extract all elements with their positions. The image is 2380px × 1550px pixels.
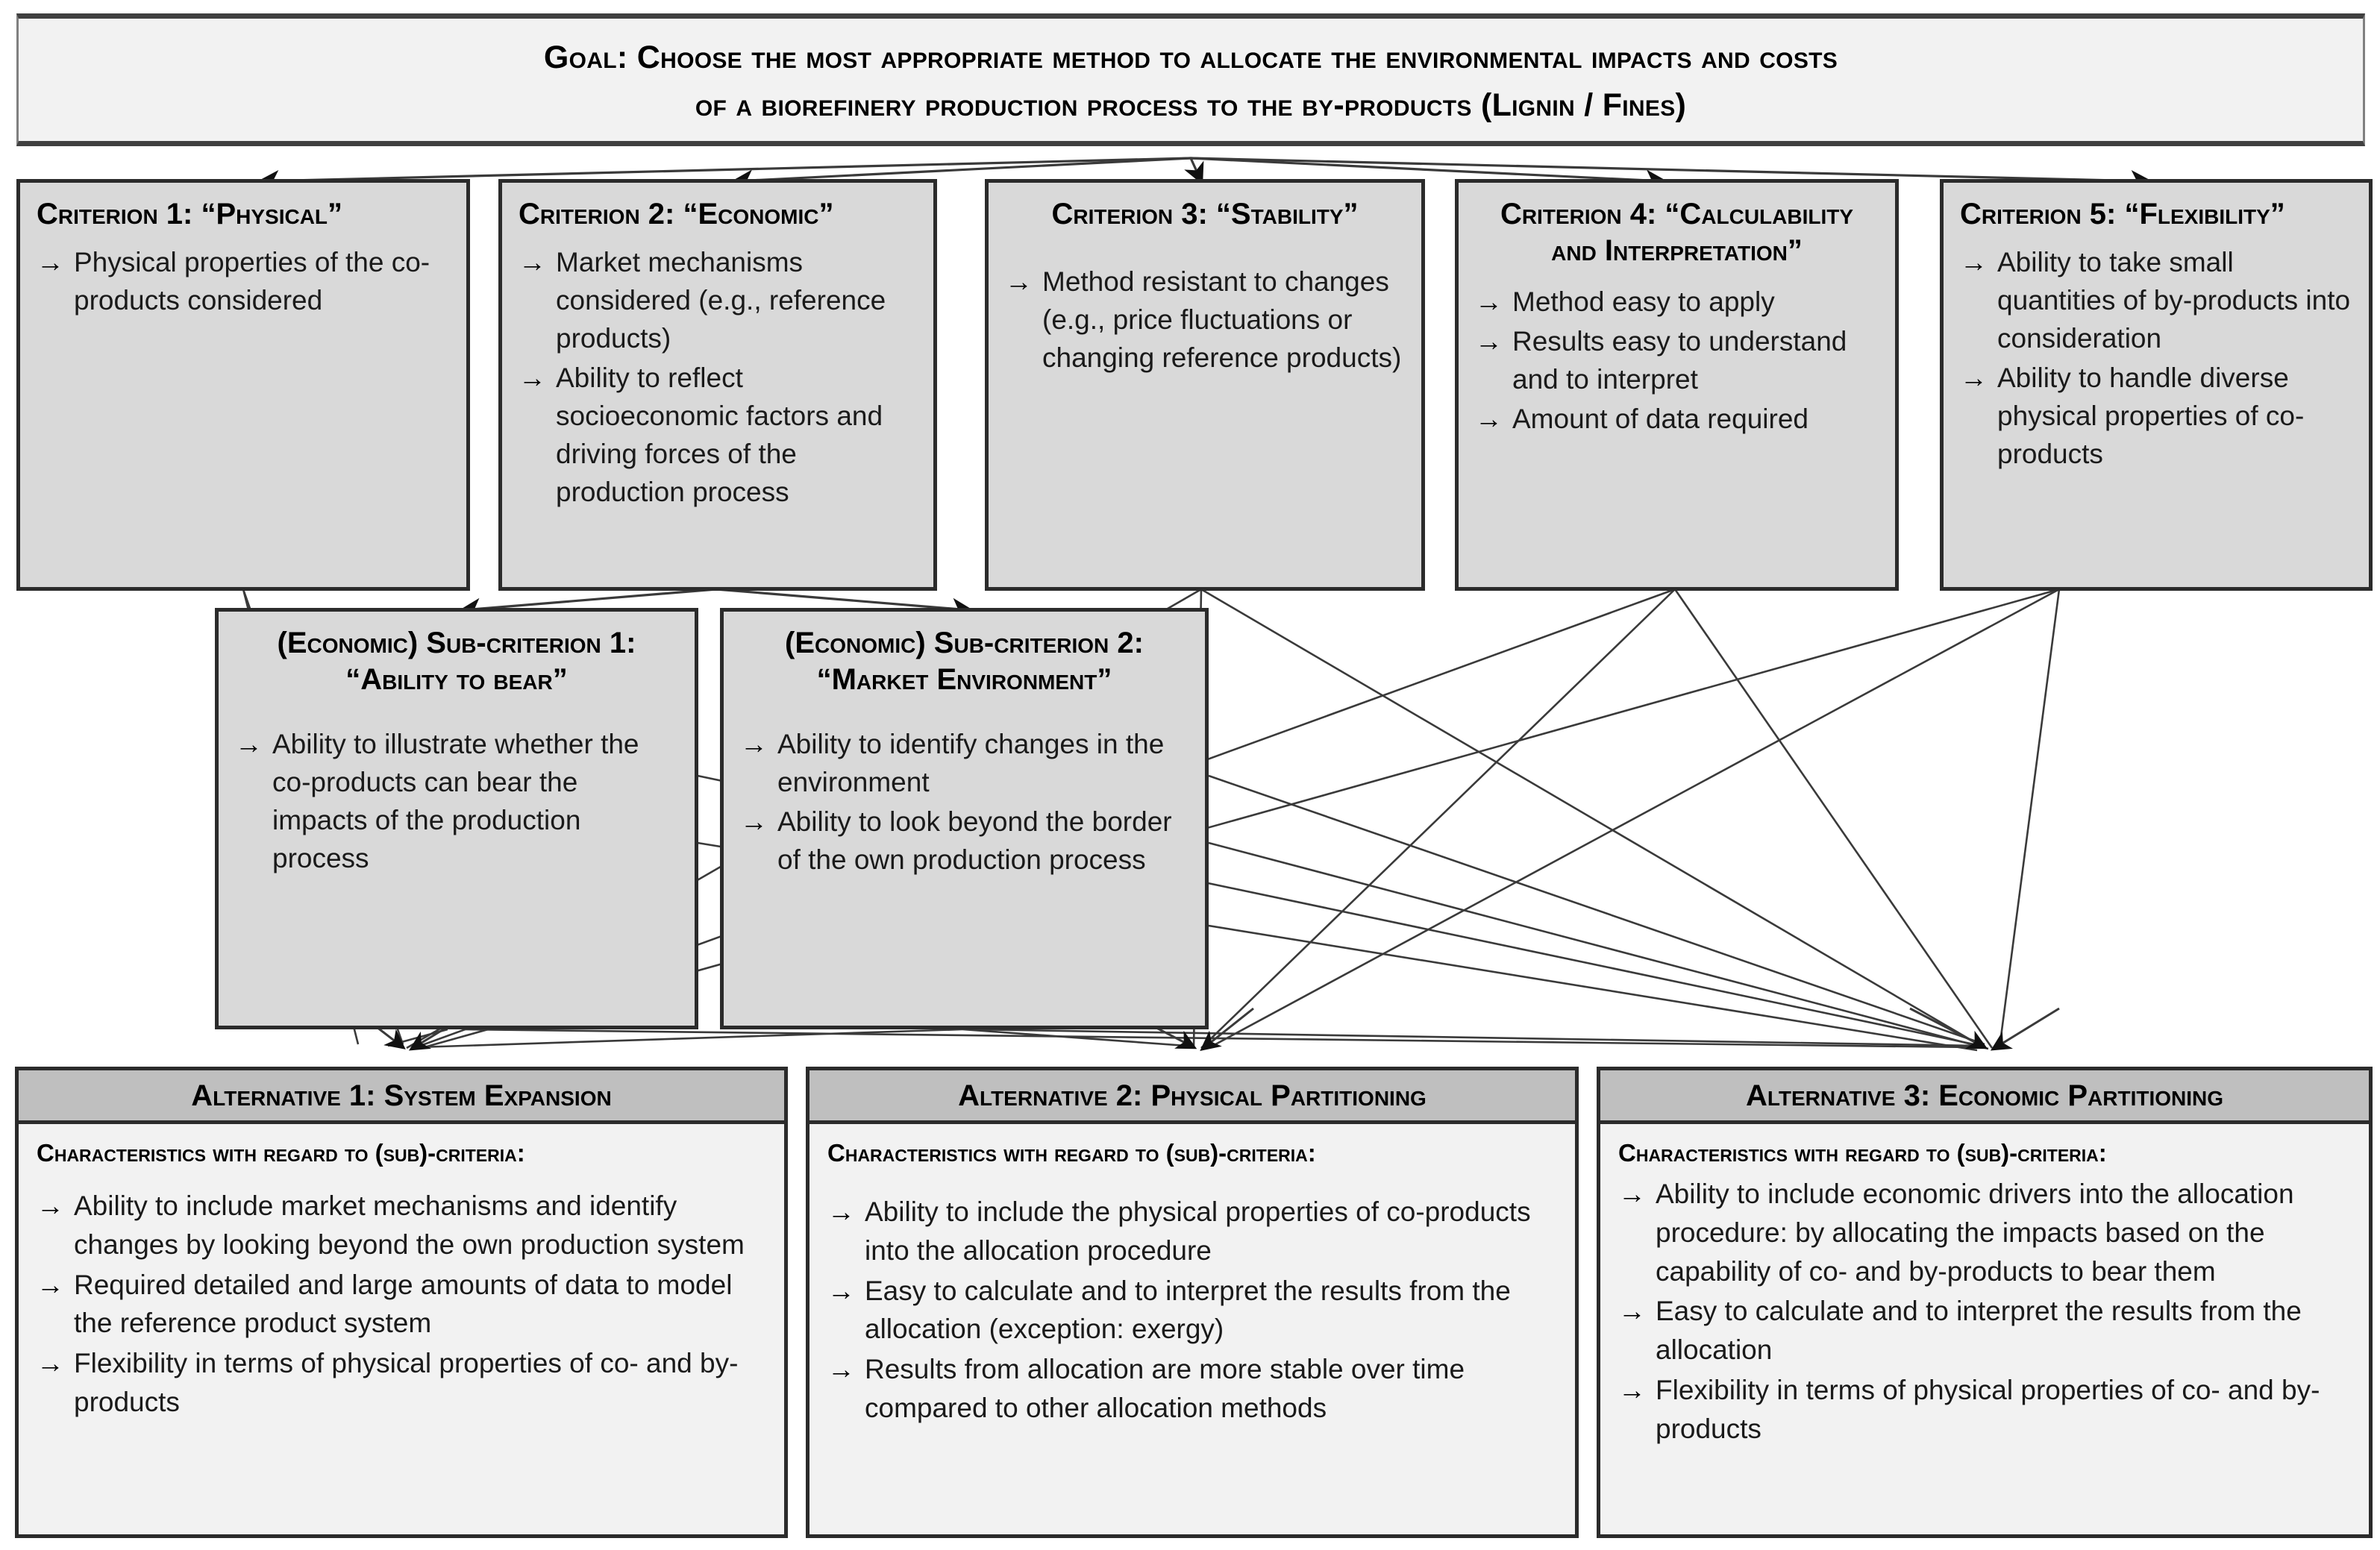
alternative-2-bullets: →Ability to include the physical propert… — [827, 1193, 1557, 1428]
arrow-icon: → — [1005, 266, 1033, 297]
arrow-icon: → — [1618, 1296, 1646, 1327]
arrow-icon: → — [827, 1354, 855, 1385]
arrow-icon: → — [519, 362, 546, 393]
alternative-2-header: Alternative 2: Physical Partitioning — [809, 1070, 1575, 1124]
subcriterion-box-2[interactable]: (Economic) Sub-criterion 2: “Market Envi… — [720, 608, 1209, 1029]
list-item: →Ability to reflect socioeconomic factor… — [519, 359, 917, 511]
alternative-box-3[interactable]: Alternative 3: Economic Partitioning Cha… — [1597, 1067, 2373, 1538]
arrow-icon: → — [1618, 1374, 1646, 1405]
list-item: →Ability to include the physical propert… — [827, 1193, 1557, 1270]
arrow-icon: → — [235, 728, 263, 759]
arrow-icon: → — [1475, 403, 1503, 434]
alternative-1-header: Alternative 1: System Expansion — [19, 1070, 784, 1124]
arrow-icon: → — [519, 246, 546, 277]
list-item: →Method resistant to changes (e.g., pric… — [1005, 263, 1405, 377]
arrow-icon: → — [827, 1275, 855, 1306]
alternative-2-subheading: Characteristics with regard to (sub)-cri… — [827, 1139, 1316, 1167]
criterion-4-title: Criterion 4: “Calculability and Interpre… — [1500, 198, 1854, 267]
list-item: →Ability to include market mechanisms an… — [37, 1187, 766, 1264]
criterion-4-bullets: →Method easy to apply →Results easy to u… — [1475, 283, 1879, 438]
criterion-box-5[interactable]: Criterion 5: “Flexibility” →Ability to t… — [1940, 179, 2373, 591]
arrow-icon: → — [827, 1196, 855, 1227]
arrow-icon: → — [740, 728, 768, 759]
list-item: →Easy to calculate and to interpret the … — [827, 1272, 1557, 1349]
criterion-box-1[interactable]: Criterion 1: “Physical” →Physical proper… — [16, 179, 470, 591]
criterion-box-4[interactable]: Criterion 4: “Calculability and Interpre… — [1455, 179, 1899, 591]
list-item: →Results easy to understand and to inter… — [1475, 322, 1879, 398]
criterion-1-title: Criterion 1: “Physical” — [37, 198, 343, 230]
list-item: →Ability to take small quantities of by-… — [1960, 243, 2352, 357]
alternative-3-bullets: →Ability to include economic drivers int… — [1618, 1175, 2351, 1449]
goal-line-2: of a biorefinery production process to t… — [695, 87, 1687, 123]
list-item: →Ability to include economic drivers int… — [1618, 1175, 2351, 1290]
list-item: →Required detailed and large amounts of … — [37, 1266, 766, 1343]
criterion-3-bullets: →Method resistant to changes (e.g., pric… — [1005, 263, 1405, 377]
alternative-3-header: Alternative 3: Economic Partitioning — [1600, 1070, 2369, 1124]
list-item: →Ability to illustrate whether the co-pr… — [235, 725, 678, 877]
criterion-1-bullets: →Physical properties of the co-products … — [37, 243, 450, 319]
arrow-icon: → — [37, 246, 64, 277]
goal-line-1: Goal: Choose the most appropriate method… — [543, 39, 1838, 75]
list-item: →Method easy to apply — [1475, 283, 1879, 321]
criterion-5-bullets: →Ability to take small quantities of by-… — [1960, 243, 2352, 473]
list-item: →Flexibility in terms of physical proper… — [1618, 1371, 2351, 1449]
alternative-3-subheading: Characteristics with regard to (sub)-cri… — [1618, 1139, 2107, 1167]
arrow-icon: → — [1475, 286, 1503, 317]
alternative-box-2[interactable]: Alternative 2: Physical Partitioning Cha… — [806, 1067, 1579, 1538]
list-item: →Easy to calculate and to interpret the … — [1618, 1292, 2351, 1369]
list-item: →Ability to handle diverse physical prop… — [1960, 359, 2352, 473]
alternative-1-subheading: Characteristics with regard to (sub)-cri… — [37, 1139, 525, 1167]
arrow-icon: → — [37, 1190, 64, 1221]
criterion-2-bullets: →Market mechanisms considered (e.g., ref… — [519, 243, 917, 511]
list-item: →Amount of data required — [1475, 400, 1879, 438]
criterion-5-title: Criterion 5: “Flexibility” — [1960, 198, 2285, 230]
arrow-icon: → — [1960, 246, 1988, 277]
arrow-icon: → — [740, 806, 768, 837]
arrow-icon: → — [37, 1269, 64, 1300]
alternative-1-bullets: →Ability to include market mechanisms an… — [37, 1187, 766, 1422]
list-item: →Market mechanisms considered (e.g., ref… — [519, 243, 917, 357]
arrow-icon: → — [1475, 325, 1503, 357]
subcriterion-2-title: (Economic) Sub-criterion 2: “Market Envi… — [785, 627, 1144, 696]
arrow-icon: → — [1960, 362, 1988, 393]
subcriterion-1-title: (Economic) Sub-criterion 1: “Ability to … — [277, 627, 636, 696]
list-item: →Ability to identify changes in the envi… — [740, 725, 1189, 801]
list-item: →Results from allocation are more stable… — [827, 1350, 1557, 1428]
criterion-box-2[interactable]: Criterion 2: “Economic” →Market mechanis… — [498, 179, 937, 591]
goal-box: Goal: Choose the most appropriate method… — [16, 13, 2365, 146]
subcriterion-box-1[interactable]: (Economic) Sub-criterion 1: “Ability to … — [215, 608, 698, 1029]
criterion-3-title: Criterion 3: “Stability” — [1051, 198, 1359, 230]
alternative-box-1[interactable]: Alternative 1: System Expansion Characte… — [15, 1067, 788, 1538]
arrow-icon: → — [37, 1348, 64, 1379]
list-item: →Physical properties of the co-products … — [37, 243, 450, 319]
criterion-box-3[interactable]: Criterion 3: “Stability” →Method resista… — [985, 179, 1425, 591]
arrow-icon: → — [1618, 1179, 1646, 1209]
list-item: →Flexibility in terms of physical proper… — [37, 1344, 766, 1422]
list-item: →Ability to look beyond the border of th… — [740, 803, 1189, 879]
criterion-2-title: Criterion 2: “Economic” — [519, 198, 834, 230]
subcriterion-1-bullets: →Ability to illustrate whether the co-pr… — [235, 725, 678, 877]
subcriterion-2-bullets: →Ability to identify changes in the envi… — [740, 725, 1189, 879]
